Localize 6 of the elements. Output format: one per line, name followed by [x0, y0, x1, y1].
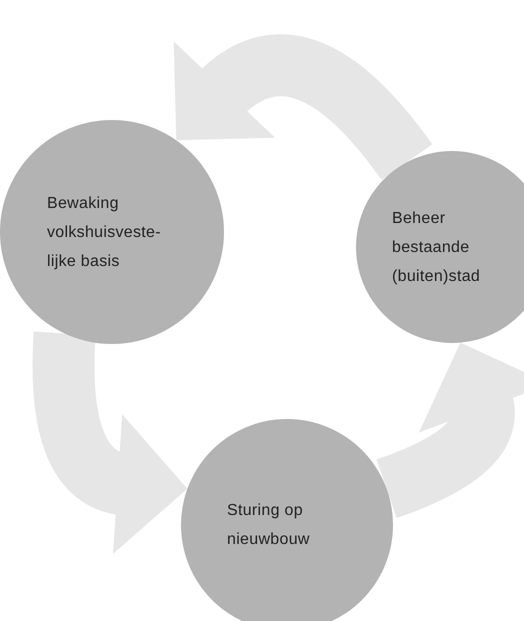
curved-arrow [376, 340, 524, 518]
curved-arrow [173, 34, 432, 181]
node-label: Beheer bestaande (buiten)stad [392, 208, 482, 286]
node-label: Sturing op nieuwbouw [227, 501, 311, 550]
node-label: Bewaking volkshuisveste- lijke basis [47, 194, 162, 272]
curved-arrow [32, 332, 187, 552]
